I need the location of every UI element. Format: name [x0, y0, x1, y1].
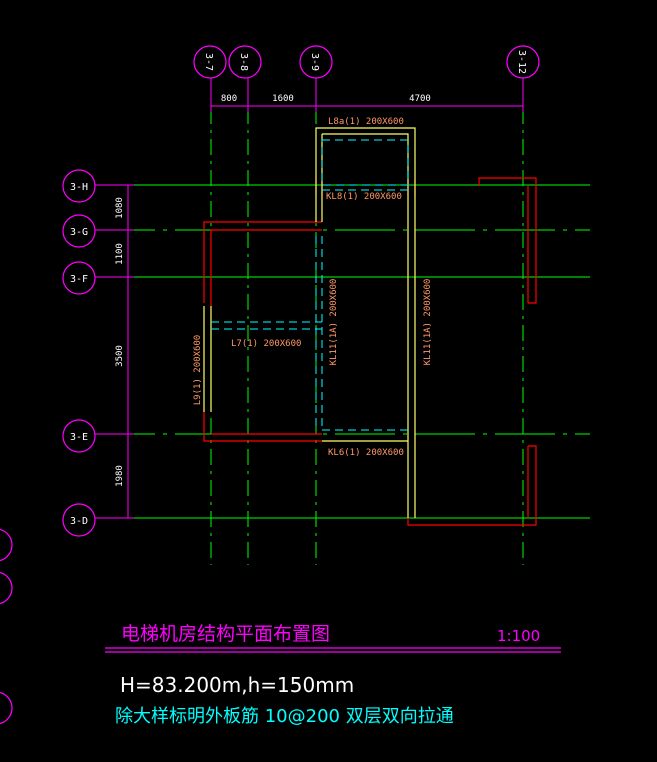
bubble-leaders	[95, 78, 524, 519]
axis-label-3-7: 3-7	[203, 53, 214, 71]
dim-top-1600: 1600	[272, 94, 294, 104]
dim-left-1980: 1980	[115, 465, 125, 487]
offscreen-bubbles	[0, 528, 13, 725]
axis-bubble-3-7: 3-7	[193, 45, 227, 79]
axis-bubble-3-8: 3-8	[228, 45, 262, 79]
partial-bubble-1	[0, 528, 13, 562]
dim-left-1100: 1100	[115, 243, 125, 265]
axis-bubble-3-12: 3-12	[506, 45, 540, 79]
hidden-beam-top	[321, 139, 409, 186]
label-l9: L9(1) 200X600	[193, 335, 203, 405]
label-l8a: L8a(1) 200X600	[328, 117, 404, 127]
dimension-text: 800 1600 4700 1080 1100 3500 1980	[115, 94, 431, 487]
beam-l8-outline	[315, 127, 416, 518]
drawing-title: 电梯机房结构平面布置图	[121, 623, 330, 645]
axis-bubbles-top: 3-7 3-8 3-9 3-12	[193, 45, 540, 79]
dim-top-800: 800	[221, 94, 237, 104]
axis-label-3-E: 3-E	[70, 432, 88, 443]
rebar-note: 除大样标明外板筋 10@200 双层双向拉通	[115, 706, 454, 727]
axis-bubble-3-9: 3-9	[299, 45, 333, 79]
hidden-beams	[211, 139, 409, 431]
axis-label-3-12: 3-12	[516, 50, 527, 74]
drawing-scale: 1:100	[497, 627, 540, 645]
axis-label-3-G: 3-G	[70, 227, 88, 238]
label-kl8: KL8(1) 200X600	[326, 192, 402, 202]
dim-top-4700: 4700	[409, 94, 431, 104]
axis-bubbles-left: 3-H 3-G 3-F 3-E 3-D	[62, 169, 96, 537]
beam-3-H-right	[478, 177, 530, 186]
axis-label-3-H: 3-H	[70, 182, 88, 193]
label-kl6: KL6(1) 200X600	[328, 448, 404, 458]
axis-bubble-3-F: 3-F	[62, 261, 96, 295]
beam-3-D-right	[407, 445, 537, 526]
axis-bubble-3-G: 3-G	[62, 214, 96, 248]
axis-label-3-8: 3-8	[238, 53, 249, 71]
label-l7: L7(1) 200X600	[231, 339, 301, 349]
grid-lines	[95, 108, 590, 565]
beam-3-G-outline-top	[203, 221, 322, 303]
label-kl11-left: KL11(1A) 200X600	[329, 279, 339, 366]
axis-bubble-3-D: 3-D	[62, 503, 96, 537]
partial-bubble-2	[0, 571, 13, 605]
axis-bubble-3-E: 3-E	[62, 419, 96, 453]
axis-label-3-F: 3-F	[70, 274, 88, 285]
title-block: 电梯机房结构平面布置图 1:100 H=83.200m,h=150mm 除大样标…	[105, 623, 561, 727]
axis-label-3-9: 3-9	[309, 53, 320, 71]
label-kl11-right: KL11(1A) 200X600	[423, 279, 433, 366]
elevation-note: H=83.200m,h=150mm	[120, 673, 354, 697]
beam-labels: L8a(1) 200X600 KL8(1) 200X600 L7(1) 200X…	[193, 117, 433, 458]
beam-3-E-outline-bottom	[203, 412, 322, 442]
axis-label-3-D: 3-D	[70, 516, 88, 527]
yellow-beams	[203, 127, 416, 518]
beam-3-G-outline-inner	[210, 229, 322, 306]
partial-bubble-3	[0, 691, 13, 725]
dim-left-3500: 3500	[115, 345, 125, 367]
axis-bubble-3-H: 3-H	[62, 169, 96, 203]
dim-left-1080: 1080	[115, 197, 125, 219]
